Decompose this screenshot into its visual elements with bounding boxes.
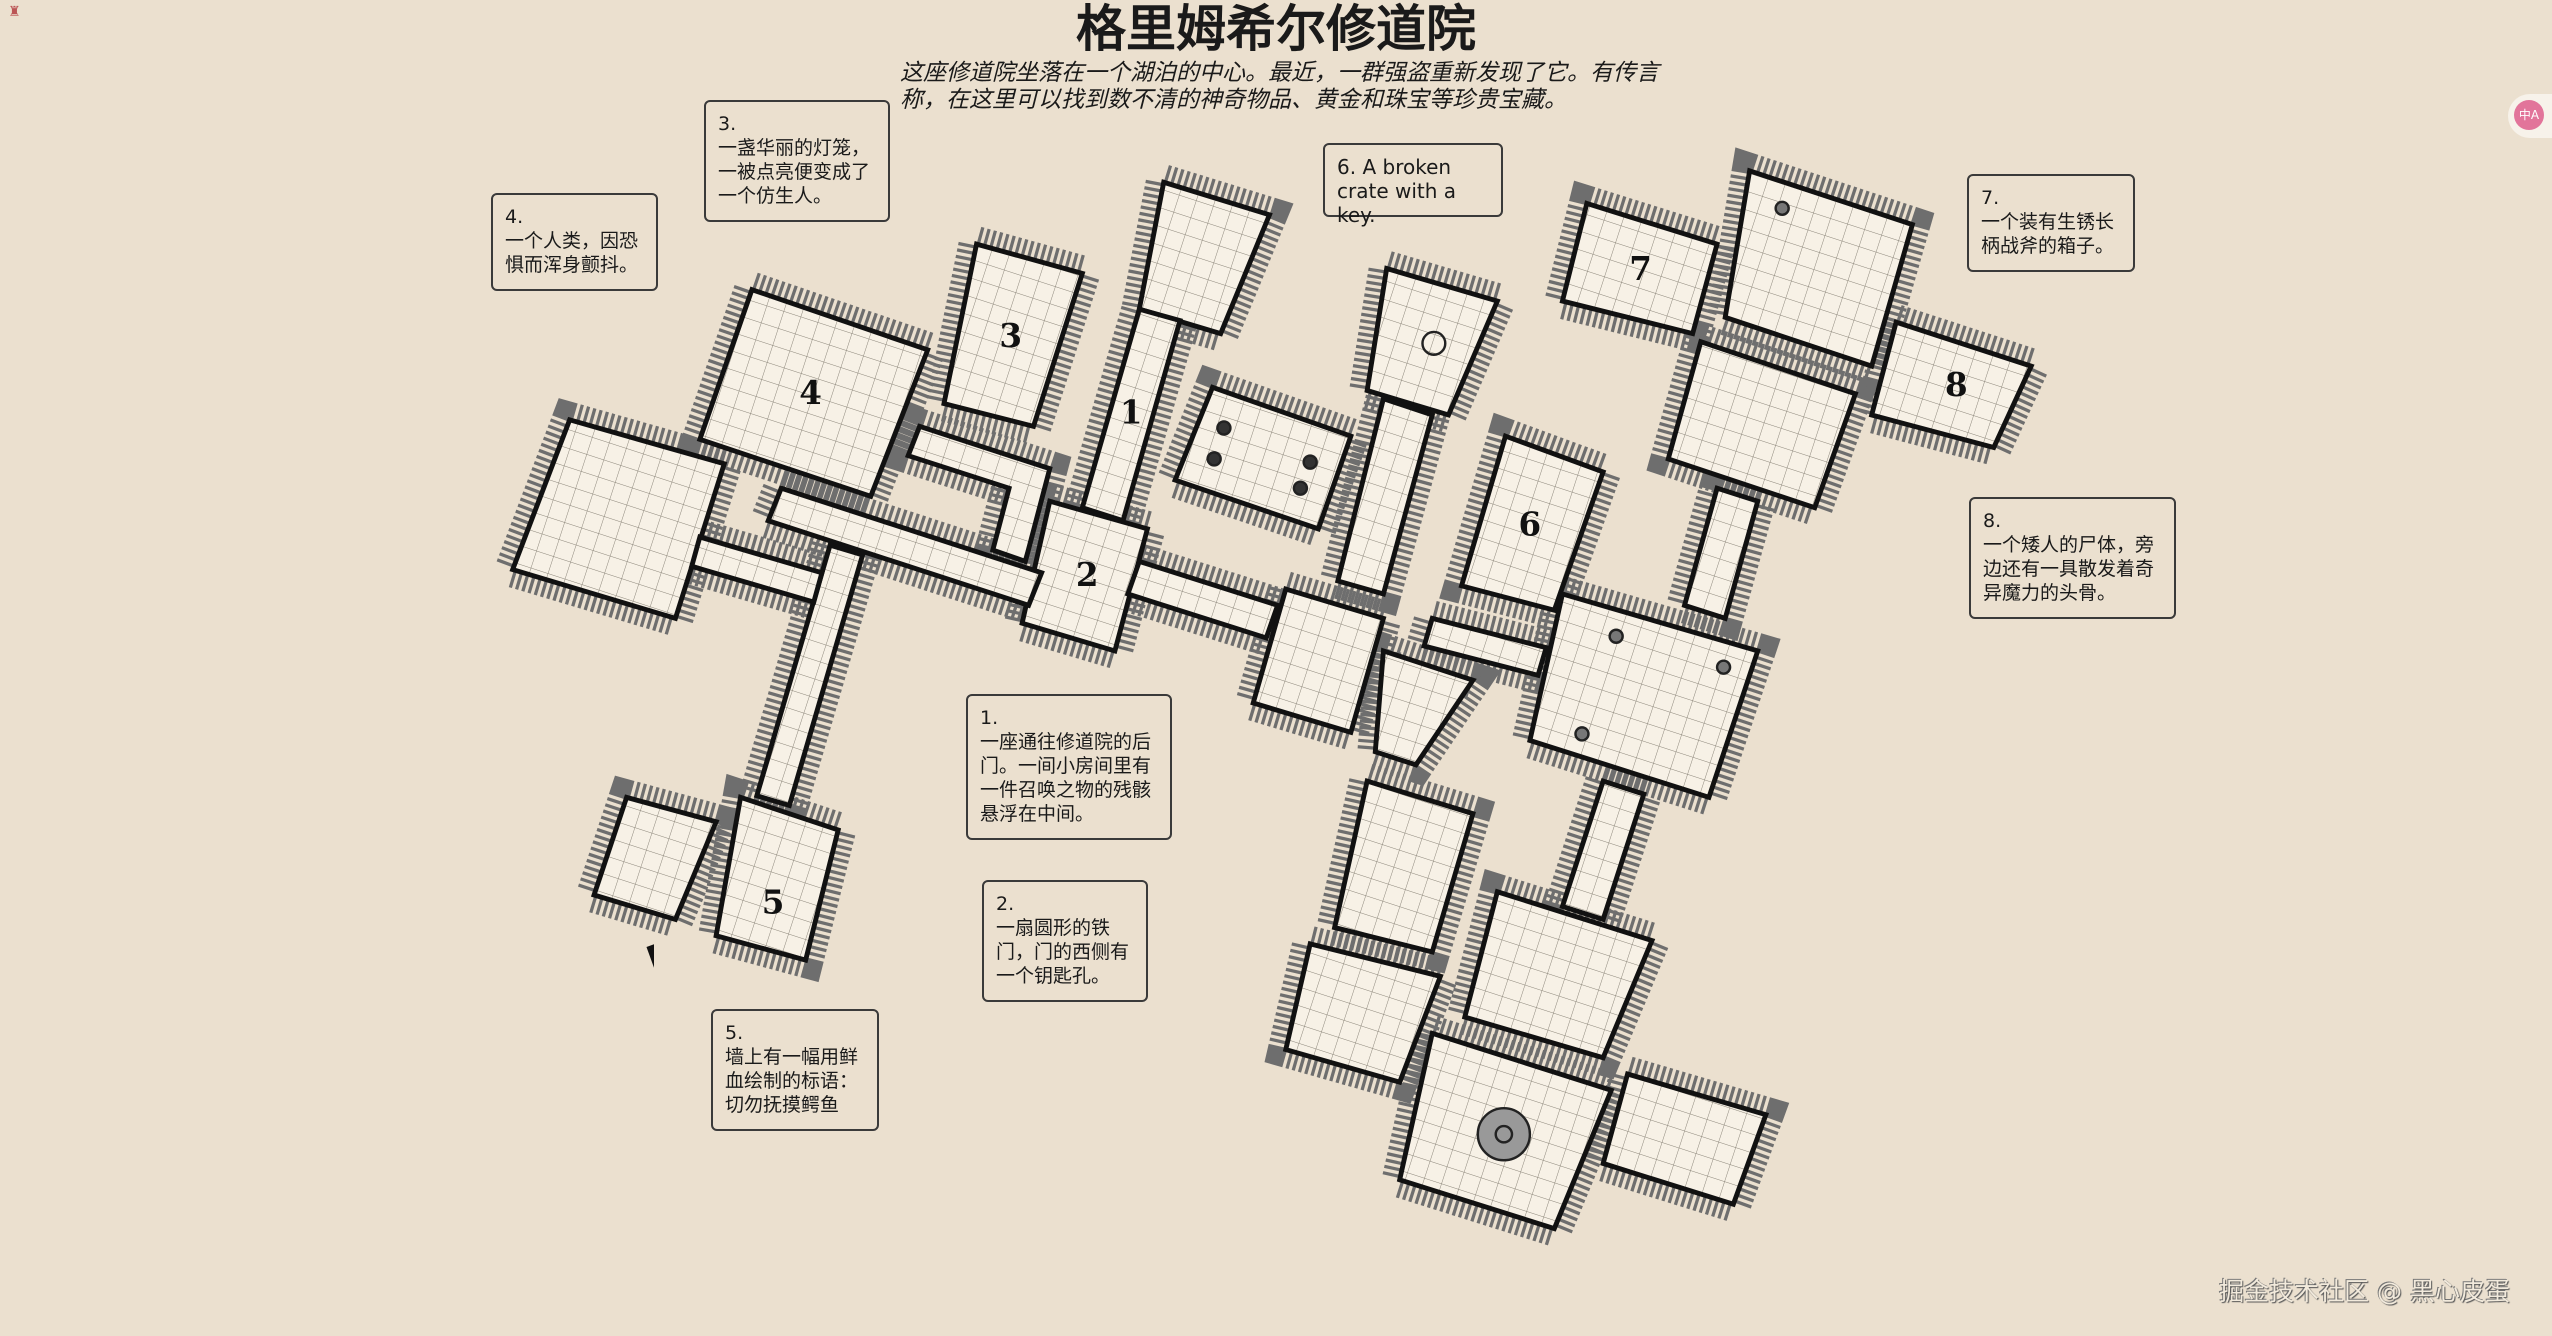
dungeon-room bbox=[1372, 647, 1477, 768]
note-2: 2.一扇圆形的铁门，门的西侧有一个钥匙孔。 bbox=[982, 880, 1148, 1002]
dungeon-room bbox=[509, 416, 728, 622]
dungeon-room bbox=[1458, 432, 1607, 614]
note-3: 3.一盏华丽的灯笼，一被点亮便变成了一个仿生人。 bbox=[704, 100, 890, 222]
note-number: 3. bbox=[718, 113, 737, 135]
map-feature-icon bbox=[1206, 451, 1222, 467]
app-icon: ♜ bbox=[8, 4, 21, 20]
note-number: 2. bbox=[996, 893, 1015, 915]
room-label-7: 7 bbox=[1629, 249, 1652, 288]
room-label-2: 2 bbox=[1076, 555, 1099, 594]
note-number: 5. bbox=[725, 1022, 744, 1044]
page-title: 格里姆希尔修道院 bbox=[1076, 0, 1476, 58]
dungeon-room bbox=[1681, 485, 1761, 622]
dungeon-room bbox=[688, 533, 825, 606]
dungeon-room bbox=[1334, 395, 1436, 597]
dungeon-room bbox=[1364, 265, 1501, 418]
dungeon-room bbox=[1600, 1070, 1770, 1208]
note-8: 8.一个矮人的尸体，旁边还有一具散发着奇异魔力的头骨。 bbox=[1969, 497, 2176, 619]
dungeon-room bbox=[1250, 586, 1387, 736]
note-text: 一个人类，因恐惧而浑身颤抖。 bbox=[505, 230, 639, 276]
note-number: 7. bbox=[1981, 187, 2000, 209]
dungeon-room bbox=[904, 423, 1053, 565]
note-1: 1.一座通往修道院的后门。一间小房间里有一件召唤之物的残骸悬浮在中间。 bbox=[966, 694, 1172, 840]
note-text: 一个矮人的尸体，旁边还有一具散发着奇异魔力的头骨。 bbox=[1983, 534, 2155, 604]
map-feature-icon bbox=[1476, 1106, 1532, 1162]
map-feature-icon bbox=[1494, 1124, 1514, 1144]
dungeon-room bbox=[1124, 558, 1281, 641]
note-4: 4.一个人类，因恐惧而浑身颤抖。 bbox=[491, 193, 658, 291]
map-feature-icon bbox=[1421, 330, 1447, 356]
dungeon-room bbox=[1868, 319, 2035, 451]
room-label-6: 6 bbox=[1519, 505, 1542, 544]
map-feature-icon bbox=[1608, 628, 1624, 644]
dungeon-room bbox=[1421, 615, 1550, 679]
dungeon-room bbox=[1461, 888, 1656, 1061]
note-number: 8. bbox=[1983, 510, 2002, 532]
dungeon-room bbox=[1665, 338, 1859, 511]
dungeon-room bbox=[1282, 940, 1444, 1086]
map-feature-icon bbox=[1715, 659, 1732, 675]
note-7: 7.一个装有生锈长柄战斧的箱子。 bbox=[1967, 174, 2135, 272]
room-label-8: 8 bbox=[1945, 365, 1968, 404]
dungeon-room bbox=[713, 794, 842, 964]
dungeon-room bbox=[1331, 777, 1476, 955]
note-text: 一盏华丽的灯笼，一被点亮便变成了一个仿生人。 bbox=[718, 137, 871, 207]
room-label-1: 1 bbox=[1120, 392, 1143, 431]
note-number: 6. bbox=[1337, 155, 1357, 179]
translate-icon: 中A bbox=[2514, 100, 2544, 130]
note-body: A broken crate with a key. bbox=[1337, 155, 1457, 227]
dungeon-room bbox=[1136, 179, 1273, 337]
dungeon-room bbox=[753, 542, 866, 809]
dungeon-room bbox=[941, 241, 1086, 430]
dungeon-room bbox=[1559, 778, 1647, 923]
map-feature-icon bbox=[1216, 420, 1232, 436]
room-label-4: 4 bbox=[799, 373, 822, 412]
map-feature-icon bbox=[1302, 454, 1318, 470]
map-feature-icon bbox=[1774, 200, 1790, 217]
room-label-5: 5 bbox=[762, 882, 785, 921]
dungeon-room bbox=[1527, 590, 1761, 801]
translate-button[interactable]: 中A bbox=[2508, 94, 2552, 138]
dungeon-room bbox=[590, 794, 720, 923]
dungeon-room bbox=[1559, 200, 1721, 337]
page-subtitle: 这座修道院坐落在一个湖泊的中心。最近，一群强盗重新发现了它。有传言称，在这里可以… bbox=[900, 60, 1659, 113]
map-feature-icon bbox=[1292, 480, 1309, 496]
dungeon-room bbox=[764, 485, 1045, 609]
note-text: 墙上有一幅用鲜血绘制的标语：切勿抚摸鳄鱼 bbox=[725, 1046, 859, 1116]
note-text: 一个装有生锈长柄战斧的箱子。 bbox=[1981, 211, 2115, 257]
note-number: 1. bbox=[980, 707, 999, 729]
watermark: 掘金技术社区 @ 黑心皮蛋 bbox=[2219, 1277, 2510, 1306]
dungeon-room bbox=[1722, 167, 1916, 370]
note-number: 4. bbox=[505, 206, 524, 228]
dungeon-room bbox=[696, 286, 931, 500]
room-label-3: 3 bbox=[999, 316, 1022, 355]
note-5: 5.墙上有一幅用鲜血绘制的标语：切勿抚摸鳄鱼 bbox=[711, 1009, 879, 1131]
note-text: 6. A broken crate with a key. bbox=[1337, 155, 1456, 227]
map-feature-icon bbox=[1574, 726, 1590, 742]
room-floors bbox=[509, 167, 2035, 1232]
note-text: 一扇圆形的铁门，门的西侧有一个钥匙孔。 bbox=[996, 917, 1130, 987]
note-text: 一座通往修道院的后门。一间小房间里有一件召唤之物的残骸悬浮在中间。 bbox=[980, 731, 1152, 825]
note-6: 6. A broken crate with a key. bbox=[1323, 143, 1503, 227]
